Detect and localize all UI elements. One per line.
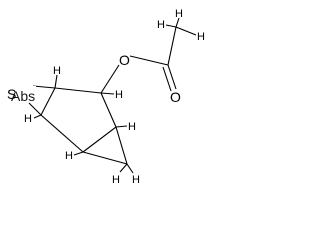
- bond-carbonyl-methyl: [167, 26, 177, 66]
- bond-bridge: [82, 126, 117, 153]
- bond-c-top-h: [54, 74, 58, 89]
- bond-c-top-c-ester: [54, 87, 102, 94]
- bond-c-ester-h: [100, 92, 115, 95]
- skeleton-bonds: [28, 85, 128, 165]
- bond-carbonyl-double-2: [162, 66, 172, 92]
- bridgehead-right-hydrogen: H: [128, 121, 136, 133]
- sulfur-atom: S: [7, 86, 16, 102]
- bond-s-c-bottom: [28, 102, 42, 116]
- bond-s-c-top: [32, 85, 56, 89]
- ester-oxygen-atom: O: [119, 52, 130, 68]
- abs-stereo-label: Abs: [11, 88, 35, 104]
- bond-episulfide-cc: [40, 87, 56, 116]
- bond-bridge-left-h: [73, 151, 84, 156]
- molecule-drawing: S Abs O O H H H H H H H H H H: [4, 8, 205, 186]
- bond-c-ester-o: [100, 64, 120, 94]
- methylene-hydrogen-right: H: [132, 174, 140, 186]
- bond-c-bottom-h: [33, 114, 42, 119]
- episulfide-top-hydrogen: H: [53, 65, 61, 77]
- acetate-bonds: [100, 26, 177, 94]
- bond-methyl-h-top: [175, 17, 180, 28]
- bond-bridge-right-h: [115, 125, 128, 128]
- methyl-hydrogen-top: H: [175, 8, 183, 20]
- bond-ch2-h-left: [119, 163, 128, 173]
- bond-o-carbonyl-c: [129, 55, 169, 66]
- hydrogen-bonds: [33, 17, 197, 174]
- bond-carbonyl-double-1: [167, 64, 177, 90]
- bond-bridge-left-ch2: [82, 151, 128, 165]
- bond-bridge-right-ch2: [115, 126, 128, 165]
- bond-methyl-h-left: [165, 24, 177, 28]
- bond-ch2-h-right: [126, 163, 134, 174]
- methyl-hydrogen-left: H: [157, 19, 165, 31]
- methylene-hydrogen-left: H: [112, 174, 120, 186]
- methyl-hydrogen-right: H: [197, 31, 205, 43]
- bond-methyl-h-right: [175, 26, 197, 36]
- s-label-background: [4, 86, 36, 102]
- bridgehead-left-hydrogen: H: [65, 150, 73, 162]
- carbonyl-oxygen-atom: O: [170, 89, 181, 105]
- episulfide-bottom-hydrogen: H: [24, 113, 32, 125]
- ester-carbon-hydrogen: H: [115, 89, 123, 101]
- bond-c-ester-c-bridge-right: [100, 92, 117, 128]
- hydrogen-labels: H H H H H H H H H H: [24, 8, 205, 186]
- bond-c-bottom-c-bridge-left: [40, 114, 84, 153]
- atom-labels: S Abs O O: [4, 52, 181, 105]
